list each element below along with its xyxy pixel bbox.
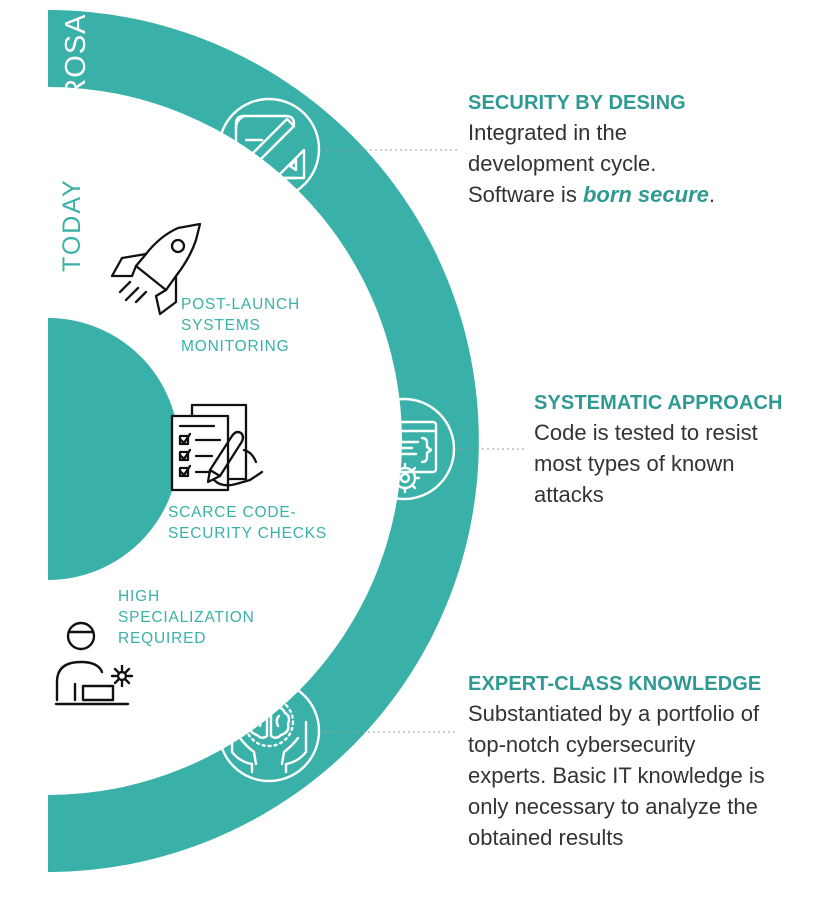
body-line: obtained results [468,825,624,850]
body-line: Substantiated by a portfolio of [468,701,760,726]
born-secure-emphasis: born secure [582,182,709,207]
specialist-icon [54,621,134,706]
body-suffix: . [708,182,715,207]
label-line: REQUIRED [118,630,207,647]
systematic-approach-block: SYSTEMATIC APPROACH Code is tested to re… [534,392,783,510]
brain-hands-icon [217,679,321,783]
label-line: MONITORING [181,338,290,355]
body-line: top-notch cybersecurity [468,732,696,757]
body-line: Software is born secure. [468,179,715,210]
body-line: Integrated in the [468,120,628,145]
label-line: POST-LAUNCH [181,296,301,313]
label-line: SPECIALIZATION [118,609,255,626]
block-title: EXPERT-CLASS KNOWLEDGE [468,673,762,695]
body-line: development cycle. [468,151,657,176]
security-by-design-block: SECURITY BY DESING Integrated in the dev… [468,92,715,210]
rocket-icon [110,222,202,316]
today-item-monitoring-label: POST-LAUNCH SYSTEMS MONITORING [181,294,300,357]
body-line: attacks [534,482,604,507]
label-line: HIGH [118,588,160,605]
prosa-label: PROSA [60,13,92,120]
body-line: only necessary to analyze the [468,794,758,819]
label-line: SCARCE CODE- [168,504,297,521]
body-line: experts. Basic IT knowledge is [468,763,765,788]
core-half-disc [48,318,179,580]
today-item-code-checks-label: SCARCE CODE- SECURITY CHECKS [168,502,327,544]
checklist-icon [170,403,264,492]
expert-class-knowledge-block: EXPERT-CLASS KNOWLEDGE Substantiated by … [468,673,765,853]
prosa-band [48,10,479,872]
body-line: most types of known [534,451,735,476]
code-gear-icon [352,397,456,501]
today-label: TODAY [58,178,86,272]
body-line: Code is tested to resist [534,420,758,445]
today-item-specialization-label: HIGH SPECIALIZATION REQUIRED [118,586,255,649]
block-title: SECURITY BY DESING [468,92,686,114]
label-line: SYSTEMS [181,317,261,334]
body-prefix: Software is [468,182,583,207]
block-title: SYSTEMATIC APPROACH [534,392,783,414]
label-line: SECURITY CHECKS [168,525,327,542]
blueprint-icon [217,97,321,201]
